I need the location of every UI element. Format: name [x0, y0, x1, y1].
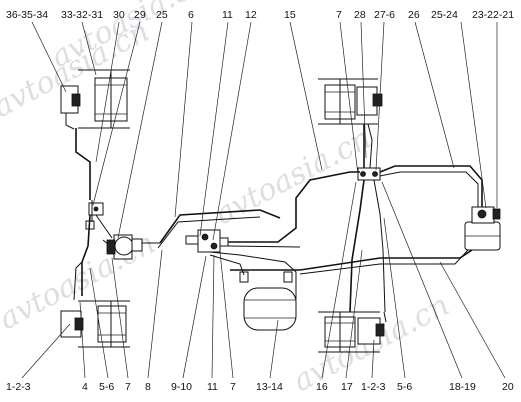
junction-block-right: [357, 167, 381, 181]
callout-label: 30: [113, 9, 125, 21]
callout-label: 27-6: [374, 9, 395, 21]
callouts-top: 36-35-34 33-32-31 30 29 25 6 11 12 15 7 …: [6, 9, 514, 21]
callout-label: 25: [156, 9, 168, 21]
callout-label: 7: [336, 9, 342, 21]
wheel-front-left: [60, 69, 130, 130]
callouts-bottom: 1-2-3 4 5-6 7 8 9-10 11 7 13-14 16 17 1-…: [6, 381, 514, 393]
wheel-rear-left: [60, 300, 130, 348]
callout-label: 7: [125, 381, 131, 393]
callout-label: 7: [230, 381, 236, 393]
callout-label: 9-10: [171, 381, 192, 393]
master-cylinder-assembly: [106, 234, 160, 260]
callout-label: 13-14: [256, 381, 283, 393]
distribution-valve: [185, 229, 229, 253]
callout-label: 25-24: [431, 9, 458, 21]
air-reservoir: [239, 271, 297, 331]
callout-label: 33-32-31: [61, 9, 103, 21]
callout-label: 11: [222, 9, 233, 21]
leader-lines: [21, 21, 506, 379]
callout-label: 1-2-3: [361, 381, 386, 393]
watermark-layer: avtoasia.cn avtoasia.cn avtoasia.cn avto…: [0, 0, 455, 399]
callout-label: 6: [188, 9, 194, 21]
callout-label: 1-2-3: [6, 381, 31, 393]
right-valve-block: [464, 206, 501, 251]
callout-label: 28: [354, 9, 366, 21]
callout-label: 11: [207, 381, 218, 393]
callout-label: 16: [316, 381, 328, 393]
callout-label: 5-6: [397, 381, 412, 393]
callout-label: 5-6: [99, 381, 114, 393]
callout-label: 12: [245, 9, 257, 21]
brake-lines: [73, 123, 483, 323]
callout-label: 23-22-21: [472, 9, 514, 21]
callout-label: 18-19: [449, 381, 476, 393]
callout-label: 4: [82, 381, 88, 393]
callout-label: 20: [502, 381, 514, 393]
callout-label: 26: [408, 9, 420, 21]
callout-label: 8: [145, 381, 151, 393]
callout-label: 29: [134, 9, 146, 21]
watermark-text: avtoasia.cn: [209, 121, 377, 232]
callout-label: 17: [341, 381, 353, 393]
callout-label: 36-35-34: [6, 9, 48, 21]
callout-label: 15: [284, 9, 296, 21]
wheel-front-right: [318, 78, 383, 125]
